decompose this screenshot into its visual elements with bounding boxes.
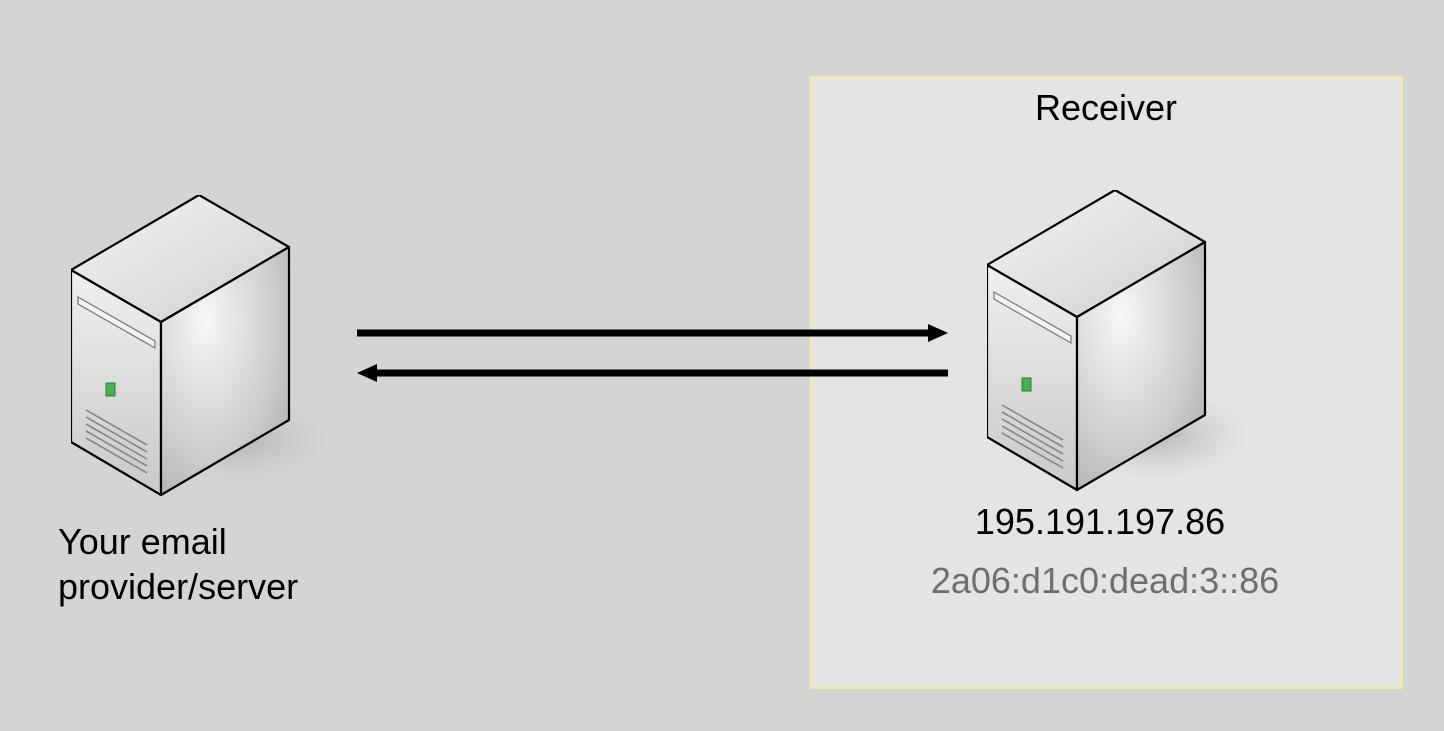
receiver-ipv4: 195.191.197.86 — [974, 501, 1226, 542]
arrow-right — [357, 324, 948, 342]
receiver-ipv6: 2a06:d1c0:dead:3::86 — [930, 560, 1280, 601]
sender-label-line2: provider/server — [58, 566, 299, 607]
server-icon — [71, 195, 331, 497]
arrow-left — [357, 364, 948, 382]
receiver-title: Receiver — [1034, 87, 1178, 128]
sender-label-line1: Your email — [58, 521, 227, 562]
sender-label: Your email provider/server — [58, 519, 298, 609]
